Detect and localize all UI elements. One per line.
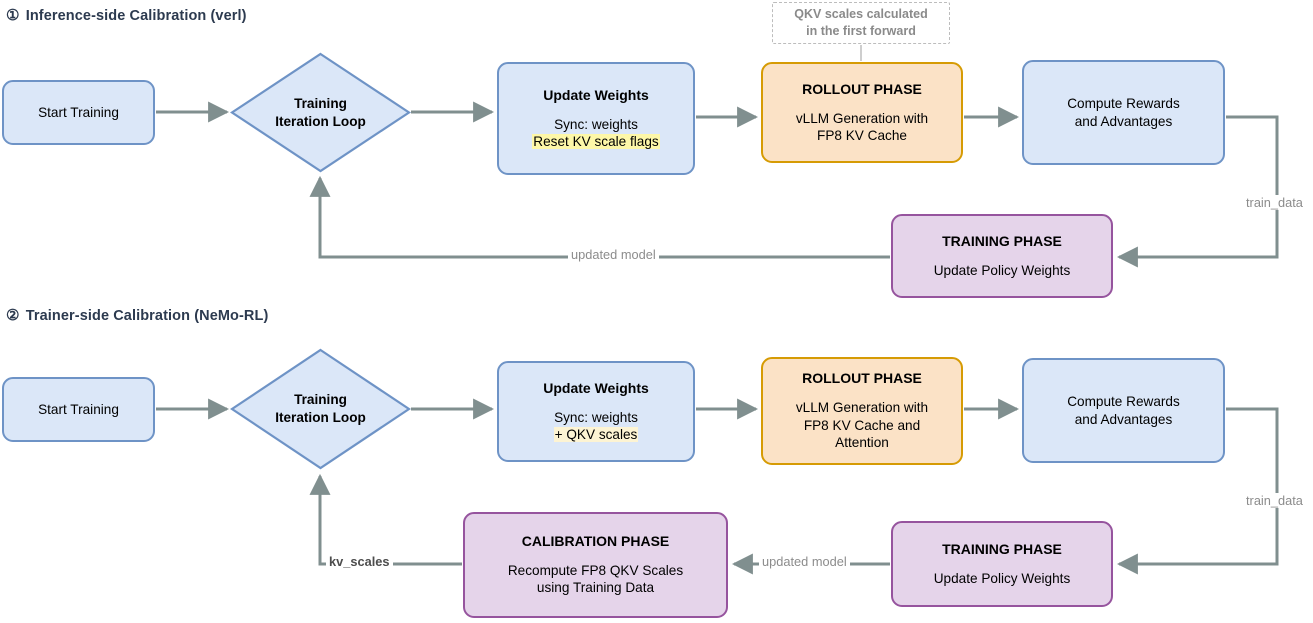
loop-line1-1: Training [294, 95, 347, 111]
node-calibration-phase-2[interactable]: CALIBRATION PHASE Recompute FP8 QKV Scal… [463, 512, 728, 618]
calibration-line1-2: Recompute FP8 QKV Scales [507, 563, 684, 579]
note-qkv-scales-1: QKV scales calculated in the first forwa… [772, 2, 950, 44]
node-rollout-phase-2[interactable]: ROLLOUT PHASE vLLM Generation with FP8 K… [761, 357, 963, 465]
start-training-label-2: Start Training [38, 401, 119, 417]
qkv-scales-highlight: + QKV scales [553, 426, 639, 442]
node-training-iteration-loop-1[interactable]: Training Iteration Loop [230, 52, 411, 173]
loop-line2-1: Iteration Loop [275, 113, 366, 129]
rollout-phase-title-2: ROLLOUT PHASE [802, 370, 922, 387]
rollout-line3-2: Attention [835, 435, 889, 451]
diamond-shape-1 [230, 52, 411, 173]
section-marker-2: ② [6, 307, 20, 324]
update-weights-title-1: Update Weights [543, 86, 649, 103]
section-title-2: ② Trainer-side Calibration (NeMo-RL) [6, 306, 268, 324]
rollout-phase-title-1: ROLLOUT PHASE [802, 80, 922, 97]
rollout-line1-2: vLLM Generation with [795, 400, 929, 416]
rewards-line2-1: and Advantages [1074, 113, 1173, 129]
rewards-line2-2: and Advantages [1074, 411, 1173, 427]
rollout-line1-1: vLLM Generation with [795, 110, 929, 126]
diamond-label-2: Training Iteration Loop [230, 348, 411, 470]
edge-training-to-loop-1 [309, 175, 890, 259]
training-phase-title-2: TRAINING PHASE [942, 540, 1062, 557]
edge-label-kv-scales-2: kv_scales [326, 554, 393, 569]
update-weights-line2-1: Reset KV scale flags [532, 133, 660, 150]
node-compute-rewards-2[interactable]: Compute Rewards and Advantages [1022, 358, 1225, 463]
note-line2-1: in the first forward [806, 24, 916, 38]
calibration-phase-title-2: CALIBRATION PHASE [521, 533, 670, 550]
edge-label-train-data-1: train_data [1243, 195, 1306, 210]
edge-calibration-to-loop-2 [309, 473, 462, 566]
node-compute-rewards-1[interactable]: Compute Rewards and Advantages [1022, 60, 1225, 165]
loop-line1-2: Training [294, 392, 347, 408]
reset-kv-scale-flags-highlight: Reset KV scale flags [532, 133, 660, 149]
diamond-label-1: Training Iteration Loop [230, 52, 411, 173]
rewards-line1-1: Compute Rewards [1067, 96, 1180, 112]
edge-label-train-data-2: train_data [1243, 493, 1306, 508]
node-update-weights-2[interactable]: Update Weights Sync: weights + QKV scale… [497, 361, 695, 462]
section-title-text-2: Trainer-side Calibration (NeMo-RL) [25, 308, 269, 324]
calibration-line2-2: using Training Data [536, 580, 655, 596]
edge-label-updated-model-1: updated model [568, 247, 659, 262]
update-weights-line1-2: Sync: weights [554, 409, 638, 425]
start-training-label-1: Start Training [38, 104, 119, 120]
rollout-line2-2: FP8 KV Cache and [803, 417, 921, 433]
node-start-training-1[interactable]: Start Training [2, 80, 155, 145]
training-phase-line1-1: Update Policy Weights [933, 262, 1071, 278]
update-weights-line1-1: Sync: weights [554, 116, 638, 132]
section-marker-1: ① [6, 7, 20, 24]
node-start-training-2[interactable]: Start Training [2, 377, 155, 442]
training-phase-title-1: TRAINING PHASE [942, 232, 1062, 249]
rollout-line2-1: FP8 KV Cache [817, 127, 907, 143]
node-rollout-phase-1[interactable]: ROLLOUT PHASE vLLM Generation with FP8 K… [761, 62, 963, 163]
rewards-line1-2: Compute Rewards [1067, 394, 1180, 410]
diamond-shape-2 [230, 348, 411, 470]
edge-label-updated-model-2: updated model [759, 554, 850, 569]
update-weights-line2-2: + QKV scales [553, 426, 639, 443]
note-line1-1: QKV scales calculated [794, 7, 928, 22]
node-training-phase-1[interactable]: TRAINING PHASE Update Policy Weights [891, 214, 1113, 298]
training-phase-line1-2: Update Policy Weights [933, 570, 1071, 586]
section-title-text-1: Inference-side Calibration (verl) [25, 8, 247, 24]
node-training-iteration-loop-2[interactable]: Training Iteration Loop [230, 348, 411, 470]
loop-line2-2: Iteration Loop [275, 410, 366, 425]
node-training-phase-2[interactable]: TRAINING PHASE Update Policy Weights [891, 521, 1113, 607]
node-update-weights-1[interactable]: Update Weights Sync: weights Reset KV sc… [497, 62, 695, 175]
section-title-1: ① Inference-side Calibration (verl) [6, 6, 247, 24]
update-weights-title-2: Update Weights [543, 379, 649, 396]
